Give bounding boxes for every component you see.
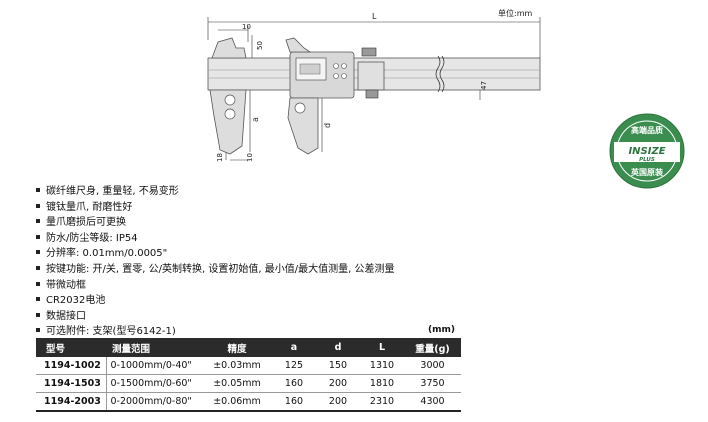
table-row: 1194-1503 0-1500mm/0-60" ±0.05mm 160 200… (36, 374, 461, 393)
cell-L: 2310 (360, 392, 404, 412)
feature-item: 可选附件: 支架(型号6142-1) (34, 324, 394, 340)
cell-range: 0-2000mm/0-80" (106, 392, 202, 412)
bullet-icon (36, 250, 40, 255)
dim-label-L: L (372, 12, 377, 21)
feature-item: 按键功能: 开/关, 置零, 公/英制转换, 设置初始值, 最小值/最大值测量,… (34, 262, 394, 278)
bullet-icon (36, 281, 40, 286)
feature-item: 数据接口 (34, 309, 394, 325)
cell-d: 150 (316, 357, 360, 375)
dim-label-10-bottom: 10 (246, 153, 254, 162)
dim-label-10-top: 10 (242, 23, 251, 31)
header-range: 测量范围 (106, 338, 202, 357)
bullet-icon (36, 203, 40, 208)
feature-item: 带微动框 (34, 278, 394, 294)
cell-weight: 4300 (404, 392, 461, 412)
dim-label-18: 18 (216, 153, 224, 162)
cell-a: 160 (272, 392, 316, 412)
bullet-icon (36, 188, 40, 192)
header-accuracy: 精度 (202, 338, 272, 357)
table-row: 1194-2003 0-2000mm/0-80" ±0.06mm 160 200… (36, 392, 461, 412)
drawing-unit-label: 单位:mm (498, 9, 533, 18)
cell-weight: 3750 (404, 374, 461, 393)
badge-plus: PLUS (639, 157, 655, 163)
dim-label-d: d (323, 123, 332, 128)
table-unit-label: (mm) (428, 325, 455, 335)
feature-item: 量爪磨损后可更换 (34, 215, 394, 231)
feature-item: 分辨率: 0.01mm/0.0005" (34, 246, 394, 262)
header-d: d (316, 338, 360, 357)
bullet-icon (36, 265, 40, 270)
cell-L: 1810 (360, 374, 404, 393)
header-weight: 重量(g) (404, 338, 461, 357)
feature-item: 镀钛量爪, 耐磨性好 (34, 200, 394, 216)
badge-bottom-text: 英国原装 (630, 167, 663, 177)
cell-accuracy: ±0.06mm (202, 392, 272, 412)
bullet-icon (36, 219, 40, 224)
badge-brand: INSIZE (628, 146, 665, 157)
feature-item: CR2032电池 (34, 293, 394, 309)
feature-list: 碳纤维尺身, 重量轻, 不易变形 镀钛量爪, 耐磨性好 量爪磨损后可更换 防水/… (34, 184, 394, 340)
header-model: 型号 (36, 338, 106, 357)
badge-top-text: 高端品质 (631, 125, 663, 135)
cell-range: 0-1500mm/0-60" (106, 374, 202, 393)
bullet-icon (36, 297, 40, 302)
caliper-technical-drawing: L 10 50 47 a d 18 10 (207, 12, 541, 162)
dim-label-50: 50 (256, 41, 264, 50)
dim-label-47: 47 (480, 81, 488, 90)
table-row: 1194-1002 0-1000mm/0-40" ±0.03mm 125 150… (36, 357, 461, 375)
cell-range: 0-1000mm/0-40" (106, 357, 202, 375)
cell-accuracy: ±0.05mm (202, 374, 272, 393)
dim-label-a: a (251, 117, 260, 122)
insize-plus-badge-icon: 高端品质 INSIZE PLUS 英国原装 (609, 113, 685, 189)
cell-model: 1194-1503 (36, 374, 107, 393)
feature-item: 碳纤维尺身, 重量轻, 不易变形 (34, 184, 394, 200)
bullet-icon (36, 234, 40, 239)
bullet-icon (36, 312, 40, 317)
spec-table: 型号 测量范围 精度 a d L 重量(g) 1194-1002 0-1000m… (36, 338, 461, 412)
cell-d: 200 (316, 392, 360, 412)
feature-item: 防水/防尘等级: IP54 (34, 231, 394, 247)
cell-model: 1194-1002 (36, 357, 107, 375)
header-L: L (360, 338, 404, 357)
header-a: a (272, 338, 316, 357)
cell-d: 200 (316, 374, 360, 393)
cell-accuracy: ±0.03mm (202, 357, 272, 375)
cell-model: 1194-2003 (36, 392, 107, 412)
cell-a: 160 (272, 374, 316, 393)
table-header-row: 型号 测量范围 精度 a d L 重量(g) (36, 338, 461, 357)
cell-L: 1310 (360, 357, 404, 375)
cell-weight: 3000 (404, 357, 461, 375)
bullet-icon (36, 328, 40, 333)
cell-a: 125 (272, 357, 316, 375)
